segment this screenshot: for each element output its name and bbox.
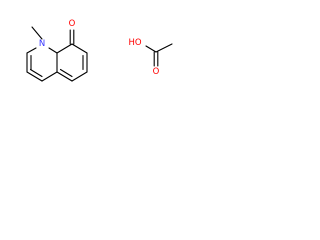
methylquinolinone-molecule: N O bbox=[26, 19, 88, 82]
ring-bond-c5-c10-double bbox=[59, 68, 73, 78]
carbonyl-oxygen-label: O bbox=[69, 19, 76, 29]
acid-c-ch3-bond bbox=[155, 43, 173, 53]
ring-bond-c5-c10 bbox=[56, 71, 73, 82]
hydroxyl-label: HO bbox=[128, 38, 141, 48]
acetic-acid-molecule: HO O bbox=[128, 38, 173, 77]
acid-carbonyl-oxygen-label: O bbox=[153, 67, 160, 77]
nitrogen-atom-label: N bbox=[39, 39, 45, 49]
ring-bond-c4-c3-double bbox=[29, 68, 43, 78]
n-methyl-bond bbox=[31, 26, 43, 40]
chemical-structure-canvas: N O HO O bbox=[26, 19, 173, 82]
ring-bond-c8-c7 bbox=[71, 43, 88, 54]
ring-bond-c4-c3 bbox=[26, 71, 43, 82]
ring-bond-c10-c4 bbox=[41, 71, 58, 82]
ring-bond-c2-n1 bbox=[26, 47, 37, 54]
ring-bond-n1-c9 bbox=[48, 47, 58, 54]
ring-bond-c6-c5 bbox=[71, 71, 88, 82]
acid-c-oh-bond bbox=[145, 45, 157, 53]
ring-bond-c9-c8 bbox=[56, 43, 73, 54]
